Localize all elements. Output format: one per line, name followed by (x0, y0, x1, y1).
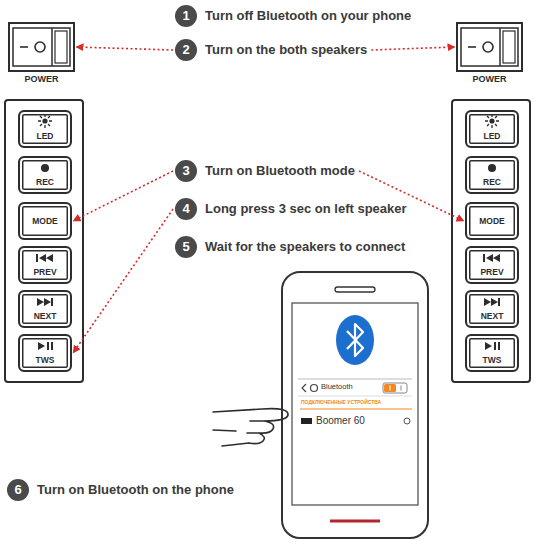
dotted-arrow (73, 209, 173, 353)
gear-icon (311, 385, 318, 392)
prev-icon (39, 254, 53, 262)
control-button: NEXT (18, 290, 72, 328)
button-label: LED (484, 132, 501, 141)
step-number: 4 (175, 198, 197, 220)
phone-body (282, 272, 428, 538)
button-label: NEXT (34, 312, 57, 321)
play-pause-icon (47, 342, 49, 350)
power-switch: POWER (8, 22, 75, 72)
control-button: REC (465, 156, 519, 194)
settings-bar-line (298, 379, 412, 380)
dotted-arrow (76, 47, 173, 50)
control-button: REC (18, 156, 72, 194)
power-switch-symbol (461, 28, 518, 66)
control-button: PREV (18, 246, 72, 284)
control-button: MODE (18, 202, 72, 240)
switch-label: POWER (448, 74, 531, 84)
control-button: NEXT (465, 290, 519, 328)
toggle-mark (401, 386, 402, 391)
step-instruction: Long press 3 sec on left speaker (205, 198, 407, 220)
switch-off-mark (35, 42, 45, 52)
button-label: PREV (33, 268, 56, 277)
power-switch: POWER (456, 22, 523, 72)
panel-frame (452, 100, 530, 382)
button-label: REC (483, 178, 501, 187)
prev-icon (36, 254, 38, 262)
dotted-arrow (73, 171, 173, 221)
step-callout: 4 Long press 3 sec on left speaker (175, 198, 407, 220)
step-callout: 5 Wait for the speakers to connect (175, 236, 405, 258)
step-number: 3 (175, 160, 197, 182)
play-pause-icon (38, 342, 45, 350)
phone-screen (292, 303, 418, 505)
dotted-arrow (371, 47, 455, 50)
control-button: LED (18, 110, 72, 148)
phone (282, 272, 428, 538)
switch-label: POWER (0, 74, 83, 84)
next-icon (51, 298, 53, 306)
step-number: 6 (7, 479, 29, 501)
led-icon (42, 118, 47, 123)
button-label: MODE (32, 217, 58, 226)
control-button: PREV (465, 246, 519, 284)
switch-divider (51, 28, 53, 66)
switch-side (55, 31, 67, 63)
step-instruction: Wait for the speakers to connect (205, 236, 405, 258)
step-callout: 3 Turn on Bluetooth mode (175, 160, 355, 182)
screen-title: Bluetooth (321, 383, 353, 391)
back-chevron (302, 384, 306, 392)
step-instruction: Turn on Bluetooth mode (205, 160, 355, 182)
toggle-on (384, 384, 396, 392)
panel-frame (5, 100, 83, 382)
control-button: LED (465, 110, 519, 148)
switch-rocker (13, 28, 70, 66)
power-switch-symbol (13, 28, 70, 66)
toggle-switch (383, 383, 407, 393)
button-label: MODE (479, 217, 505, 226)
gear-icon (404, 418, 410, 424)
step-instruction: Turn off Bluetooth on your phone (205, 5, 411, 27)
bluetooth-rune (347, 324, 363, 356)
toggle-mark (390, 386, 391, 391)
next-icon (37, 298, 51, 306)
step-number: 2 (175, 39, 197, 61)
button-label: PREV (480, 268, 503, 277)
bluetooth-logo (336, 315, 374, 365)
step-callout: 2 Turn on the both speakers (175, 39, 367, 61)
led-icon (38, 114, 52, 128)
section-line (300, 409, 412, 410)
step-number: 5 (175, 236, 197, 258)
dotted-arrow (359, 171, 464, 221)
control-button: MODE (465, 202, 519, 240)
switch-on-mark (20, 46, 28, 48)
device-icon (301, 418, 312, 424)
button-label: LED (37, 132, 54, 141)
step-callout: 6 Turn on Bluetooth on the phone (7, 479, 234, 501)
button-label: TWS (483, 356, 502, 365)
button-label: NEXT (481, 312, 504, 321)
button-panel (5, 100, 83, 382)
step-number: 1 (175, 5, 197, 27)
control-button: TWS (465, 334, 519, 372)
phone-speaker (335, 287, 375, 292)
step-instruction: Turn on the both speakers (205, 39, 367, 61)
step-callout: 1 Turn off Bluetooth on your phone (175, 5, 411, 27)
step-instruction: Turn on Bluetooth on the phone (37, 479, 234, 501)
rec-icon (41, 164, 49, 172)
device-name: Boomer 60 (316, 415, 365, 426)
button-label: REC (36, 178, 54, 187)
button-label: TWS (36, 356, 55, 365)
pointing-hand (213, 409, 288, 446)
section-heading: ПОДКЛЮЧЕННЫЕ УСТРОЙСТВА (301, 400, 381, 406)
settings-bar-line (298, 396, 412, 397)
control-button: TWS (18, 334, 72, 372)
play-pause-icon (51, 342, 53, 350)
phone-home-bar (330, 520, 380, 523)
